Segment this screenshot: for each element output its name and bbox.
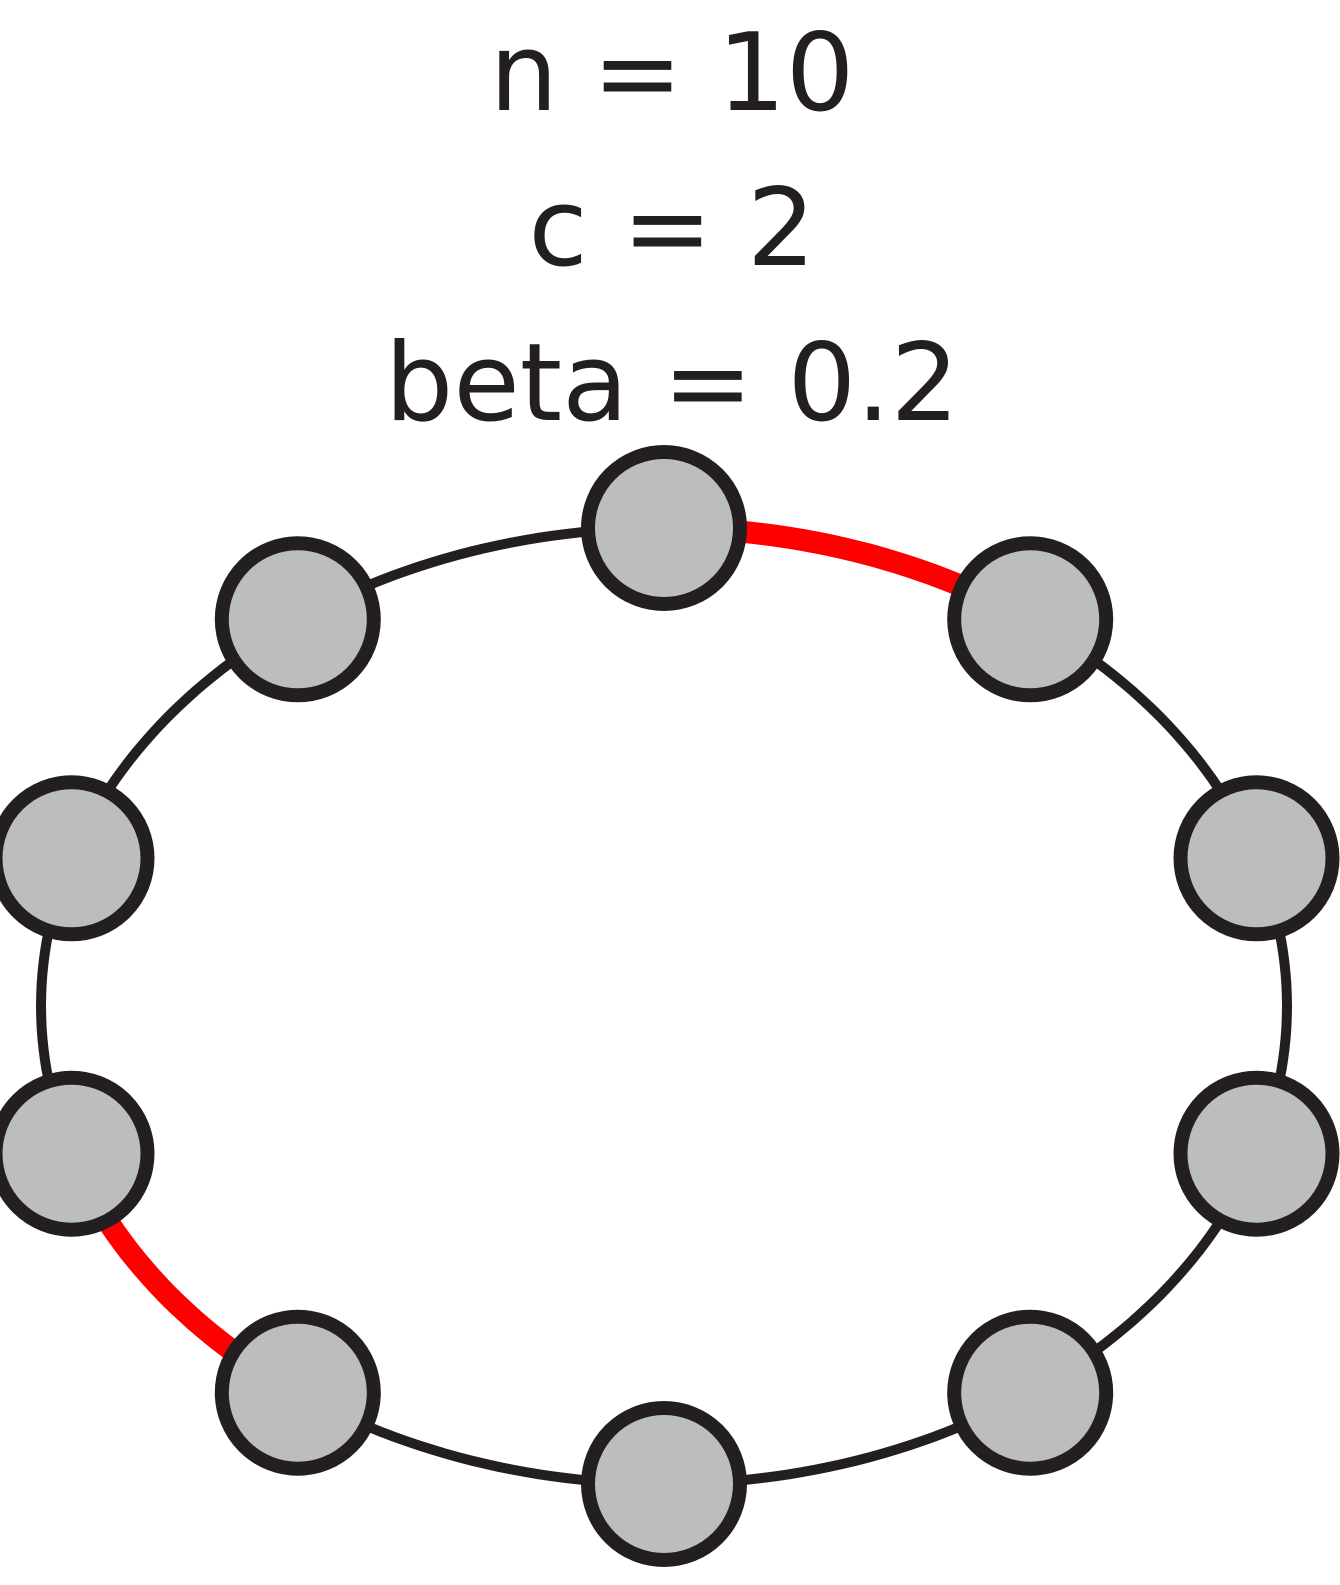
edges-layer — [35, 517, 1293, 1489]
node-4 — [947, 1309, 1114, 1476]
label-c: c = 2 — [528, 166, 815, 291]
node-2 — [1173, 775, 1340, 942]
node-5 — [581, 1401, 747, 1567]
label-beta: beta = 0.2 — [385, 321, 959, 446]
label-n: n = 10 — [489, 11, 854, 136]
node-1 — [947, 536, 1114, 703]
node-3 — [1173, 1070, 1340, 1237]
node-7 — [0, 1070, 155, 1237]
node-6 — [214, 1309, 381, 1476]
node-9 — [214, 536, 381, 703]
node-0 — [581, 445, 747, 611]
node-8 — [0, 775, 155, 942]
nodes-layer — [0, 445, 1340, 1567]
